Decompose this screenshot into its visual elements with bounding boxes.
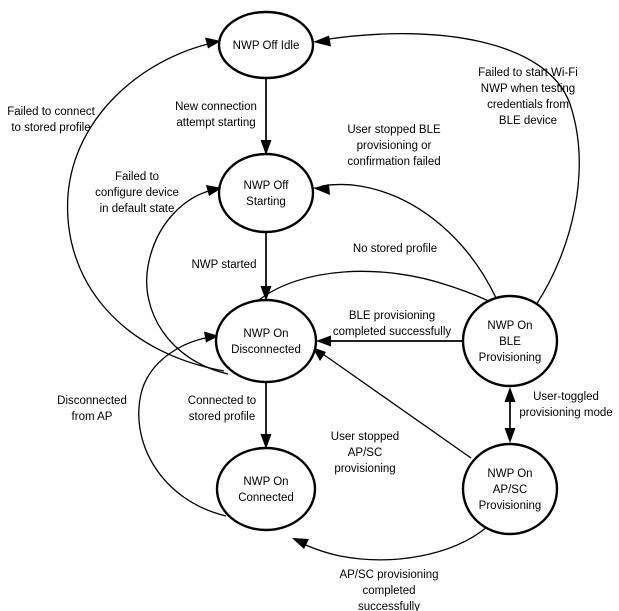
arrow-head-icon	[206, 185, 222, 196]
edge-label-failed-to-start-wifi-nwp: Failed to start Wi-Fi NWP when testing c…	[478, 67, 578, 127]
arrow-head-icon	[504, 428, 516, 443]
edge-label-apsc-provisioning-completed-successfully: AP/SC provisioning completed successfull…	[339, 569, 438, 611]
state-label-line1: NWP On	[243, 476, 288, 488]
state-node-nwp-on-ble-provisioning[interactable]: NWP On BLE Provisioning	[461, 294, 559, 388]
arrow-head-icon	[316, 335, 331, 347]
state-node-nwp-off-idle[interactable]: NWP Off Idle	[217, 10, 315, 80]
state-circle	[214, 298, 318, 384]
state-label-line1: NWP On	[487, 320, 532, 332]
state-label-line1: NWP On	[487, 468, 532, 480]
arrow-head-icon	[292, 538, 309, 549]
state-label-line2: BLE	[499, 336, 521, 348]
edge-label-line: BLE provisioning	[349, 310, 435, 322]
edge-disconnected-from-ap	[138, 331, 227, 517]
edge-label-line: attempt starting	[176, 117, 255, 129]
edge-label-line: confirmation failed	[347, 156, 440, 168]
arrow-head-icon	[204, 331, 219, 343]
state-circle	[215, 446, 317, 532]
state-node-nwp-off-starting[interactable]: NWP Off Starting	[217, 152, 315, 234]
edge-label-line: AP/SC	[348, 447, 383, 459]
arrow-head-icon	[260, 140, 272, 155]
state-label-line2: Disconnected	[231, 344, 301, 356]
state-circle	[217, 10, 315, 80]
state-node-nwp-on-disconnected[interactable]: NWP On Disconnected	[214, 298, 318, 384]
state-label-line1: NWP Off	[244, 180, 290, 192]
arrow-head-icon	[313, 35, 331, 47]
state-label-line2: Connected	[238, 492, 294, 504]
state-node-nwp-on-connected[interactable]: NWP On Connected	[215, 446, 317, 532]
edge-user-stopped-ble-provisioning-or-confirmation-failed	[313, 183, 498, 301]
arrow-head-icon	[504, 387, 516, 402]
edge-label-new-connection-attempt-starting: New connection attempt starting	[175, 101, 257, 129]
edge-label-line: Disconnected	[57, 395, 127, 407]
edge-label-line: User stopped BLE	[347, 124, 441, 136]
edge-ble-provisioning-completed-successfully	[316, 335, 463, 347]
edge-label-line: from AP	[72, 411, 113, 423]
edge-label-line: AP/SC provisioning	[339, 569, 438, 581]
state-node-nwp-on-apsc-provisioning[interactable]: NWP On AP/SC Provisioning	[461, 442, 559, 536]
edge-failed-to-configure-device-in-default-state	[146, 185, 229, 375]
edge-label-line: in default state	[100, 203, 175, 215]
edge-label-line: Connected to	[188, 395, 256, 407]
edge-label-line: Failed to	[115, 171, 159, 183]
edge-label-line: Failed to connect	[7, 106, 95, 118]
edge-no-stored-profile	[258, 270, 504, 309]
edge-label-line: BLE device	[499, 115, 557, 127]
state-label-line2: Starting	[246, 196, 286, 208]
edge-nwp-started	[260, 232, 272, 301]
state-circle	[461, 294, 559, 388]
edge-label-line: to stored profile	[11, 122, 90, 134]
edge-label-user-toggled-provisioning-mode: User-toggled provisioning mode	[519, 391, 612, 419]
state-circle	[217, 152, 315, 234]
edge-label-line: Failed to start Wi-Fi	[478, 67, 578, 79]
arrow-head-icon	[313, 184, 330, 195]
edge-label-no-stored-profile: No stored profile	[353, 243, 437, 255]
edge-label-line: credentials from	[487, 99, 569, 111]
edge-label-line: provisioning	[334, 463, 395, 475]
edge-user-toggled-provisioning-mode	[504, 387, 516, 443]
edge-label-failed-to-configure-device-in-default-state: Failed to configure device in default st…	[95, 171, 179, 215]
state-label-line1: NWP On	[243, 328, 288, 340]
edge-label-line: NWP when testing	[481, 83, 575, 95]
edge-label-failed-to-connect-to-stored-profile: Failed to connect to stored profile	[7, 106, 95, 134]
arrow-head-icon	[260, 434, 272, 449]
edge-failed-to-connect-to-stored-profile	[66, 37, 225, 372]
edge-label-line: completed successfully	[333, 326, 451, 338]
edge-label-line: NWP started	[192, 259, 257, 271]
arrow-head-icon	[260, 286, 272, 301]
state-label-line3: Provisioning	[479, 500, 542, 512]
arrow-head-icon	[205, 37, 221, 49]
edge-apsc-provisioning-completed-successfully	[292, 526, 488, 561]
edge-label-user-stopped-apsc-provisioning: User stopped AP/SC provisioning	[331, 431, 399, 475]
edge-label-line: completed	[362, 585, 415, 597]
edge-label-line: User-toggled	[533, 391, 599, 403]
edge-label-user-stopped-ble-provisioning: User stopped BLE provisioning or confirm…	[347, 124, 441, 168]
edge-label-ble-provisioning-completed-successfully: BLE provisioning completed successfully	[333, 310, 451, 338]
edge-label-connected-to-stored-profile: Connected to stored profile	[188, 395, 256, 423]
state-label: NWP Off Idle	[233, 40, 300, 52]
edge-failed-to-start-wifi-nwp-when-testing-credentials	[313, 33, 580, 306]
edge-label-line: configure device	[95, 187, 179, 199]
edge-label-line: User stopped	[331, 431, 399, 443]
edge-label-nwp-started: NWP started	[192, 259, 257, 271]
edge-label-disconnected-from-ap: Disconnected from AP	[57, 395, 127, 423]
edge-label-line: successfully	[358, 601, 420, 611]
state-circle	[461, 442, 559, 536]
edge-label-line: New connection	[175, 101, 257, 113]
edge-label-line: provisioning mode	[519, 407, 612, 419]
edge-label-line: provisioning or	[357, 140, 432, 152]
state-label-line2: AP/SC	[493, 484, 528, 496]
edge-label-line: stored profile	[189, 411, 255, 423]
edge-connected-to-stored-profile	[260, 382, 272, 449]
state-label-line3: Provisioning	[479, 352, 542, 364]
edge-label-line: No stored profile	[353, 243, 437, 255]
edge-new-connection-attempt-starting	[260, 78, 272, 155]
